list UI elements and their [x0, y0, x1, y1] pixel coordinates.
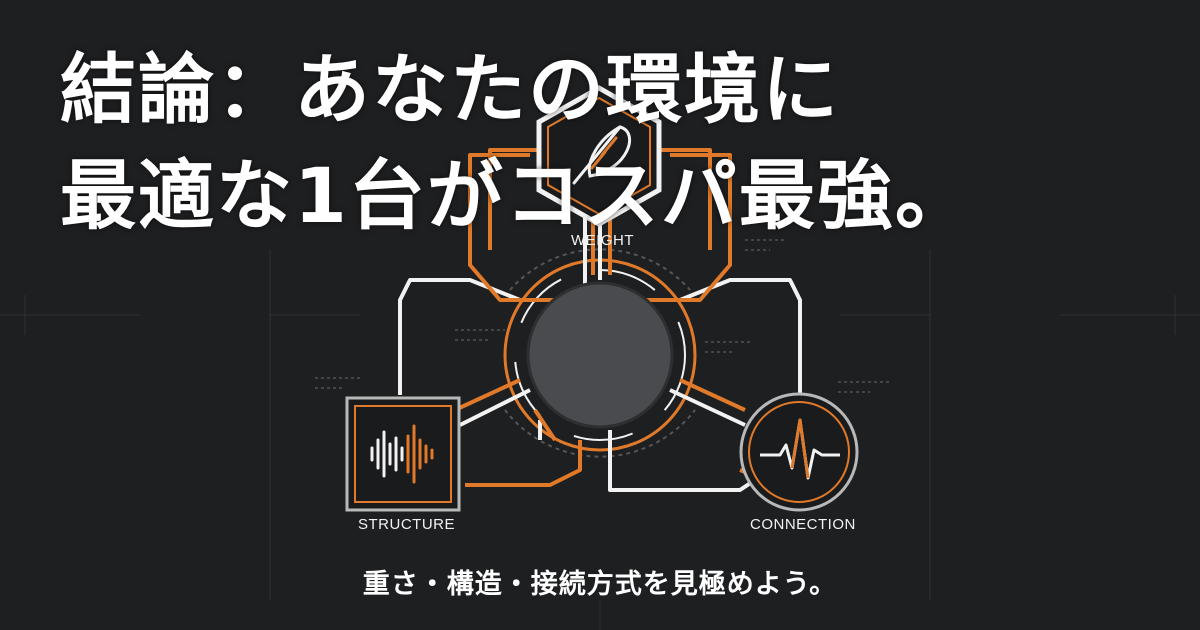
weight-node [536, 85, 662, 227]
grid-lines [0, 250, 1200, 630]
feather-icon [572, 125, 632, 185]
weight-label: WEIGHT [571, 232, 634, 249]
connection-node [739, 392, 859, 512]
headline-line-2: 最適な1台がコスパ最強。 [60, 151, 973, 240]
connector-lines-orange [454, 148, 761, 487]
hub-circle [526, 281, 674, 429]
soundwave-icon [370, 424, 434, 484]
structure-node [345, 396, 461, 512]
annotation-lines [315, 239, 890, 393]
connection-label: CONNECTION [750, 516, 856, 533]
structure-label: STRUCTURE [358, 516, 455, 533]
headline-line-1: 結論：あなたの環境に [60, 45, 840, 134]
subtitle: 重さ・構造・接続方式を見極めよう。 [362, 569, 838, 600]
